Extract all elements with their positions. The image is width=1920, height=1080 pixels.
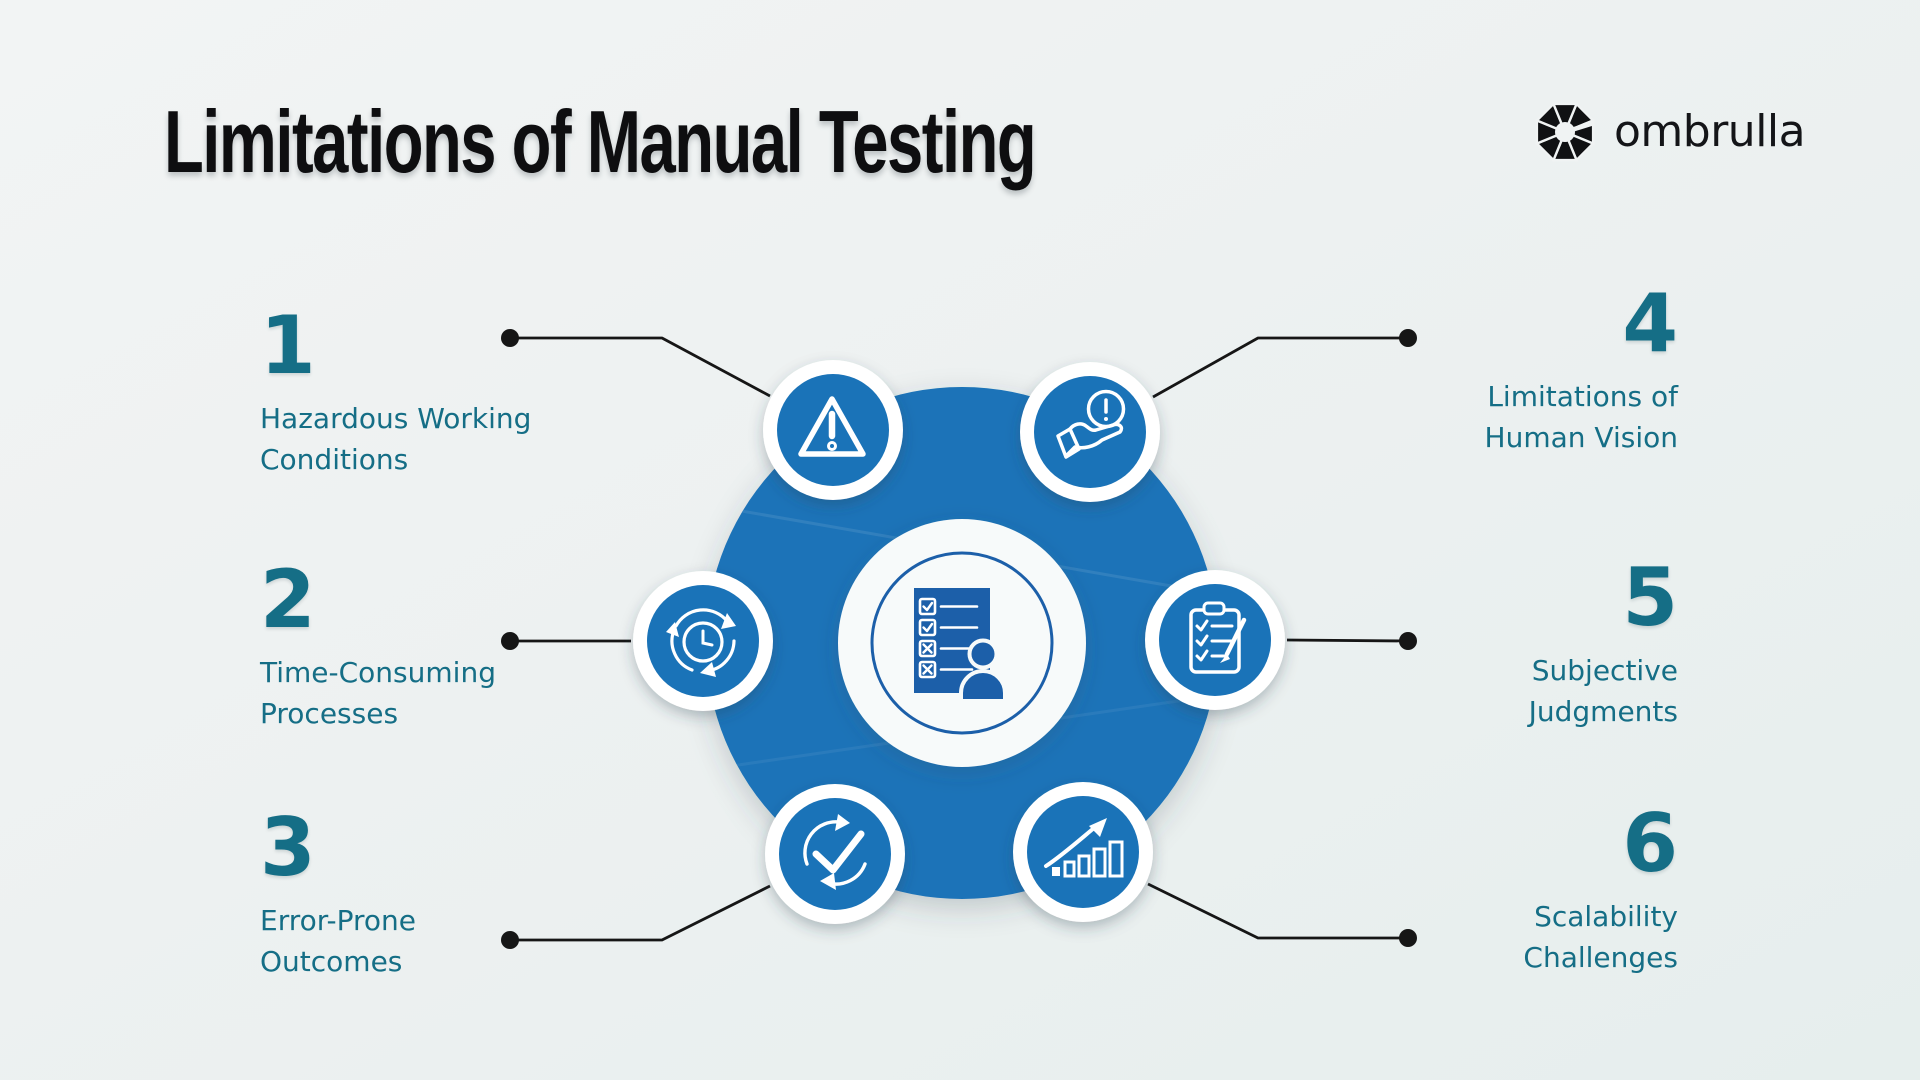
brand-wordmark: ombrulla [1614,106,1806,157]
item-4: 4 Limitations of Human Vision [1348,284,1678,458]
item-5: 5 Subjective Judgments [1348,558,1678,732]
item-5-number: 5 [1622,551,1678,644]
checklist-person-icon [914,588,1007,703]
ombrulla-logo-icon [1534,101,1596,163]
dot-4 [1399,329,1417,347]
satellite-1 [763,360,903,500]
person-head [967,638,999,670]
item-6: 6 Scalability Challenges [1348,804,1678,978]
dot-5 [1399,632,1417,650]
item-6-label: Scalability Challenges [1523,900,1678,974]
item-1: 1 Hazardous Working Conditions [260,306,590,480]
clipboard-checklist-icon [1189,601,1247,674]
hand-alert-icon [1056,389,1126,459]
item-4-label: Limitations of Human Vision [1484,380,1678,454]
brand: ombrulla [1532,98,1806,166]
item-2-label: Time-Consuming Processes [260,656,496,730]
connector-1 [510,336,771,398]
connector-5 [1286,638,1409,643]
center-ring [870,551,1054,735]
item-3-number: 3 [260,801,316,894]
time-cycle-icon [666,608,736,677]
dot-2 [501,632,519,650]
connector-dots [501,329,1417,949]
page-title: Limitations of Manual Testing [164,92,1037,191]
warning-triangle-icon [798,396,866,457]
person-body [959,669,1007,703]
connector-6 [1147,882,1408,940]
satellite-3 [765,784,905,924]
check-cycle-icon [803,814,867,890]
growth-chart-icon [1044,818,1124,878]
item-3-label: Error-Prone Outcomes [260,904,416,978]
item-1-number: 1 [260,299,316,392]
dot-1 [501,329,519,347]
satellite-2 [633,571,773,711]
satellite-5 [1145,570,1285,710]
item-6-number: 6 [1622,797,1678,890]
connector-lines [510,336,1409,942]
dot-3 [501,931,519,949]
item-3: 3 Error-Prone Outcomes [260,808,590,982]
hub-center [838,519,1086,767]
connector-4 [1152,336,1408,399]
item-1-label: Hazardous Working Conditions [260,402,532,476]
dot-6 [1399,929,1417,947]
item-4-number: 4 [1622,277,1678,370]
item-2-number: 2 [260,553,316,646]
satellite-6 [1013,782,1153,922]
satellite-4 [1020,362,1160,502]
item-5-label: Subjective Judgments [1528,654,1678,728]
connector-3 [510,884,771,942]
item-2: 2 Time-Consuming Processes [260,560,590,734]
